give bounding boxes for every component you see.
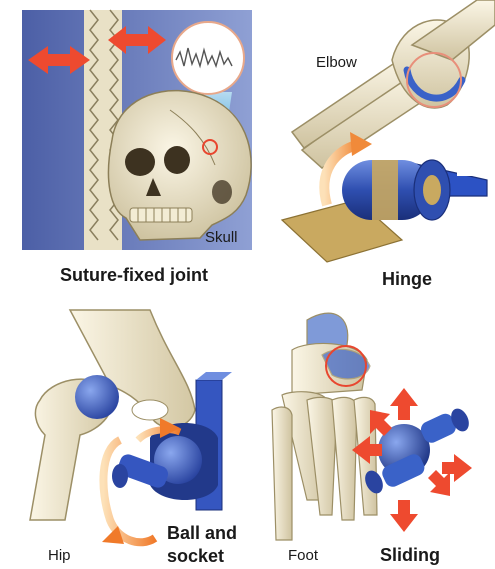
panel-ball-socket-joint: Hip Ball and socket xyxy=(0,300,262,569)
skull-label: Skull xyxy=(205,230,238,245)
hinge-joint-icon xyxy=(282,160,487,262)
panel-hinge-joint: Elbow Hinge xyxy=(262,0,495,300)
elbow-bone-icon xyxy=(292,0,495,168)
ball-socket-label-line2: socket xyxy=(167,547,224,565)
hinge-joint-label: Hinge xyxy=(382,270,432,288)
hinge-illustration xyxy=(262,0,495,300)
elbow-label: Elbow xyxy=(316,55,357,70)
panel-sliding-joint: Foot Sliding xyxy=(262,300,495,569)
suture-illustration xyxy=(0,0,262,292)
panel-suture-joint: Skull Suture-fixed joint xyxy=(0,0,262,292)
hip-label: Hip xyxy=(48,548,71,563)
sliding-illustration xyxy=(262,300,495,569)
magnifier-circle-icon xyxy=(172,22,244,94)
ball-socket-label-line1: Ball and xyxy=(167,524,237,542)
foot-bones-icon xyxy=(272,313,377,540)
foot-label: Foot xyxy=(288,548,318,563)
suture-joint-label: Suture-fixed joint xyxy=(60,266,208,284)
sliding-joint-label: Sliding xyxy=(380,546,440,564)
